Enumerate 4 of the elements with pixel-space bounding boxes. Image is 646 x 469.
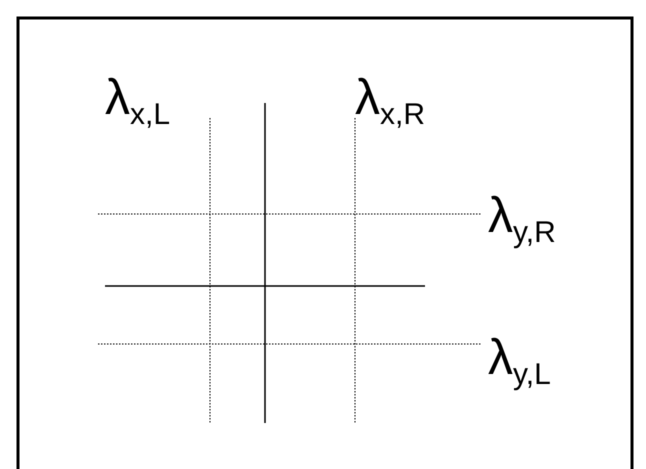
axis-label: λ$_{y,L}$ bbox=[488, 332, 551, 390]
axis-label: λ$_{y,R}$ bbox=[488, 190, 556, 248]
axis-label: λ$_{x,L}$ bbox=[105, 72, 170, 130]
axis-label: λ$_{x,R}$ bbox=[355, 72, 425, 130]
